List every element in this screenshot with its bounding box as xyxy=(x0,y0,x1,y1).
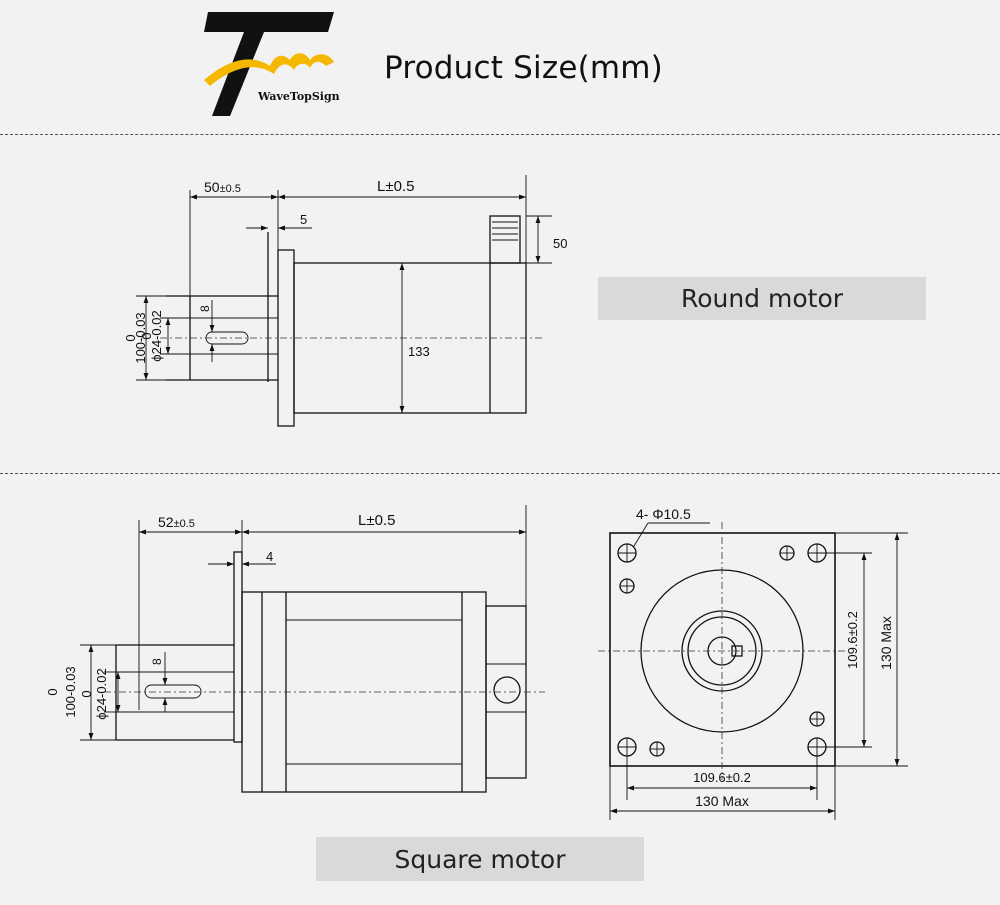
square-pilot-zero: 0 xyxy=(45,688,60,695)
brand-name: WaveTopSign xyxy=(258,90,340,103)
round-flange-thickness: 5 xyxy=(300,212,307,227)
end-view-hole-spacing-vertical: 109.6±0.2 xyxy=(845,611,860,669)
square-shaft-diameter: ϕ24-0.02 xyxy=(94,668,109,719)
square-motor-end-view: 4- Φ10.5 109.6±0.2 130 Max 109.6±0.2 130… xyxy=(598,506,908,820)
round-pilot-zero: 0 xyxy=(123,334,138,341)
page-title: Product Size(mm) xyxy=(384,50,663,86)
round-pilot-diameter: 100-0.03 xyxy=(133,312,148,363)
round-motor-connector xyxy=(489,215,521,264)
end-view-mounting-holes xyxy=(617,543,827,757)
logo-t-bar xyxy=(204,12,334,32)
round-body-diameter: 133 xyxy=(408,344,430,359)
square-flange-thickness: 4 xyxy=(266,549,273,564)
end-view-hole-spacing-horizontal: 109.6±0.2 xyxy=(693,770,751,785)
round-motor-drawing: 50±0.5 L±0.5 5 50 133 8 0 100-0.03 0 ϕ24… xyxy=(123,175,567,427)
round-body-length: L±0.5 xyxy=(377,178,414,195)
end-view-size-vertical: 130 Max xyxy=(878,616,894,670)
square-motor-rear-port xyxy=(493,676,521,704)
square-motor-label: Square motor xyxy=(316,837,644,881)
brand-logo xyxy=(204,12,334,116)
logo-t-stem xyxy=(212,32,264,116)
square-key-width: 8 xyxy=(150,658,164,665)
page-header: WaveTopSign Product Size(mm) xyxy=(0,0,1000,134)
round-connector-height: 50 xyxy=(553,236,567,251)
square-body-length: L±0.5 xyxy=(358,512,395,529)
end-view-size-horizontal: 130 Max xyxy=(695,793,749,809)
end-view-key xyxy=(731,645,743,657)
square-front-shaft-length: 52±0.5 xyxy=(158,514,195,530)
square-motor-flange xyxy=(233,551,243,743)
round-shaft-zero: 0 xyxy=(139,332,154,339)
section-divider-middle xyxy=(0,473,1000,474)
end-view-flange xyxy=(609,532,836,767)
round-key-width: 8 xyxy=(198,305,212,312)
square-motor-shaft xyxy=(115,644,234,741)
round-shaft-diameter: ϕ24-0.02 xyxy=(149,310,164,361)
end-view-threaded-holes xyxy=(619,545,825,757)
round-front-shaft-length: 50±0.5 xyxy=(204,179,241,195)
round-motor-label: Round motor xyxy=(598,277,926,320)
end-view-holes-spec: 4- Φ10.5 xyxy=(636,506,691,522)
logo-wave-swoosh xyxy=(204,53,334,86)
square-motor-drawing: 52±0.5 L±0.5 4 8 0 100-0.03 0 ϕ24-0.02 xyxy=(45,505,545,793)
square-pilot-diameter: 100-0.03 xyxy=(63,666,78,717)
section-divider-top xyxy=(0,134,1000,135)
square-shaft-zero: 0 xyxy=(79,690,94,697)
